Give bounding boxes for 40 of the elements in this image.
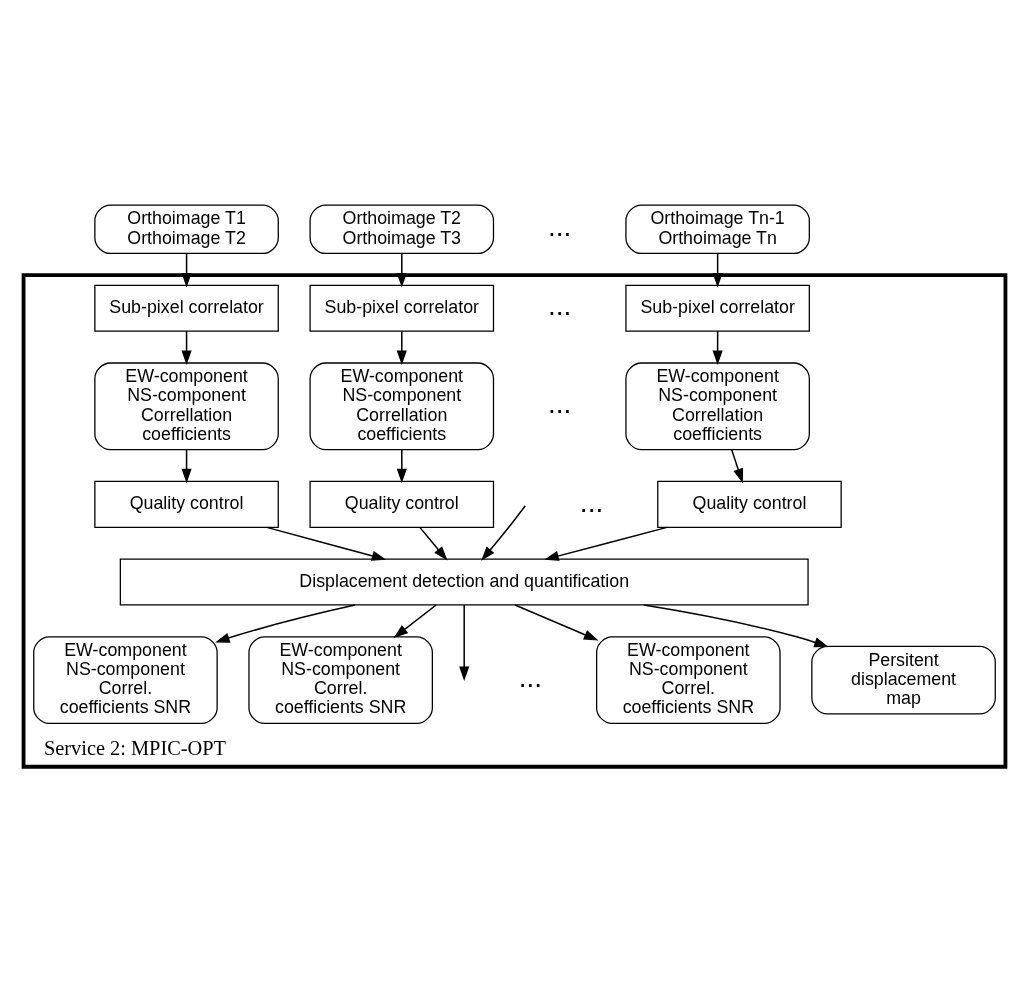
node-box: Sub-pixel correlator	[625, 284, 810, 332]
arrow	[181, 448, 192, 483]
arrow	[393, 603, 437, 638]
node-box: Persitent displacement map	[811, 645, 996, 714]
arrow	[643, 603, 829, 647]
arrow	[181, 329, 192, 365]
node-box: Orthoimage T2 Orthoimage T3	[309, 203, 495, 254]
arrow	[712, 329, 723, 365]
label: ...	[548, 387, 572, 419]
arrow	[419, 526, 448, 561]
node-box: Displacement detection and quantification	[119, 558, 809, 606]
arrow	[459, 603, 470, 681]
node-box: Sub-pixel correlator	[309, 284, 495, 332]
arrow	[712, 252, 723, 287]
node-box: Orthoimage T1 Orthoimage T2	[94, 203, 279, 254]
node-box: Orthoimage Tn-1 Orthoimage Tn	[625, 203, 810, 254]
arrow	[266, 526, 387, 561]
label: ...	[518, 661, 543, 693]
arrow	[396, 329, 407, 365]
node-box: Quality control	[94, 480, 279, 528]
arrow	[396, 448, 407, 483]
node-box: EW-component NS-component Correl. coefficients SNR	[33, 635, 218, 724]
arrow	[396, 252, 407, 287]
node-box: Quality control	[309, 480, 495, 528]
arrow	[730, 448, 744, 483]
label: ...	[548, 210, 572, 242]
label: ...	[579, 486, 604, 517]
node-box: Quality control	[657, 480, 842, 528]
node-box: EW-component NS-component Correllation coefficients	[309, 361, 495, 450]
arrow	[544, 526, 668, 561]
node-box: Sub-pixel correlator	[94, 284, 279, 332]
label: ...	[548, 289, 572, 321]
node-box: EW-component NS-component Correllation coefficients	[625, 361, 810, 450]
node-box: EW-component NS-component Correl. coefficients SNR	[596, 635, 781, 724]
arrow	[514, 603, 599, 640]
arrow	[181, 252, 192, 287]
node-box: EW-component NS-component Correllation coefficients	[94, 361, 279, 450]
arrow	[215, 603, 356, 643]
node-box: EW-component NS-component Correl. coefficients SNR	[248, 635, 433, 724]
arrow	[481, 504, 526, 561]
